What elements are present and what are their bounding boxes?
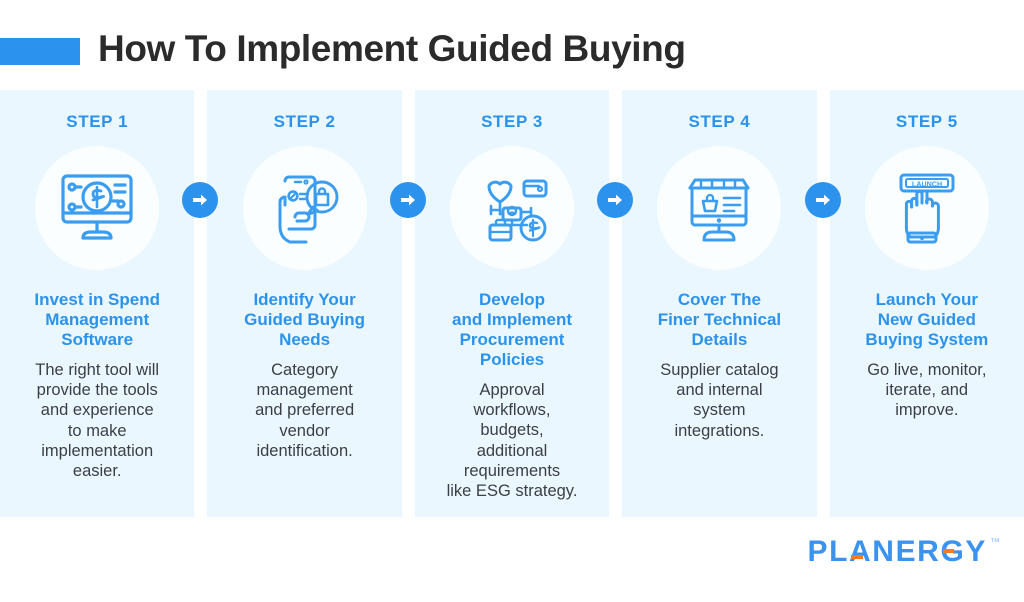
logo-accent-g — [942, 549, 954, 553]
svg-text:LAUNCH: LAUNCH — [912, 179, 942, 188]
step-description-3: Approval workflows, budgets, additional … — [446, 381, 578, 500]
step-title-3: Develop and Implement Procurement Polici… — [452, 290, 572, 370]
step-label-1: STEP 1 — [66, 112, 129, 131]
online-storefront-icon — [657, 146, 782, 270]
step-label-2: STEP 2 — [273, 112, 336, 131]
step-title-2: Identify Your Guided Buying Needs — [244, 290, 366, 350]
planergy-logo: PLANERGY ™ — [808, 535, 1001, 569]
step-title-4: Cover The Finer Technical Details — [657, 290, 782, 350]
step-description-4: Supplier catalog and internal system int… — [660, 361, 779, 440]
hand-phone-shopping-bag-icon — [242, 146, 367, 270]
step-card-1: STEP 1 I — [0, 90, 195, 517]
accent-bar — [0, 38, 80, 65]
arrow-right-icon-3 — [597, 182, 633, 218]
step-card-4: STEP 4 Cover The Fi — [622, 90, 817, 517]
step-description-1: The right tool will provide the tools an… — [35, 361, 160, 480]
step-title-5: Launch Your New Guided Buying System — [865, 290, 989, 350]
policy-network-icon — [450, 146, 575, 270]
step-description-2: Category management and preferred vendor… — [255, 361, 355, 460]
step-label-4: STEP 4 — [688, 112, 751, 131]
page-title: How To Implement Guided Buying — [98, 28, 686, 69]
arrow-right-icon-2 — [390, 182, 426, 218]
steps-container: STEP 1 I — [0, 90, 1024, 517]
step-label-5: STEP 5 — [895, 112, 958, 131]
arrow-right-icon-4 — [805, 182, 841, 218]
monitor-dollar-analytics-icon — [35, 146, 160, 270]
arrow-right-icon-1 — [182, 182, 218, 218]
step-card-2: STEP 2 Identify You — [207, 90, 402, 517]
hand-pressing-launch-button-icon: LAUNCH — [864, 146, 989, 270]
logo-accent-a — [850, 555, 863, 559]
trademark-symbol: ™ — [990, 537, 1000, 548]
step-description-5: Go live, monitor, iterate, and improve. — [867, 361, 987, 420]
step-label-3: STEP 3 — [481, 112, 543, 131]
step-card-5: STEP 5 LAUNCH Launch Your New Guided Buy… — [829, 90, 1024, 517]
step-title-1: Invest in Spend Management Software — [34, 290, 161, 350]
step-card-3: STEP 3 — [414, 90, 610, 517]
footer: PLANERGY ™ — [0, 517, 1024, 602]
planergy-wordmark: PLANERGY — [807, 535, 987, 568]
header: How To Implement Guided Buying — [0, 0, 1024, 90]
